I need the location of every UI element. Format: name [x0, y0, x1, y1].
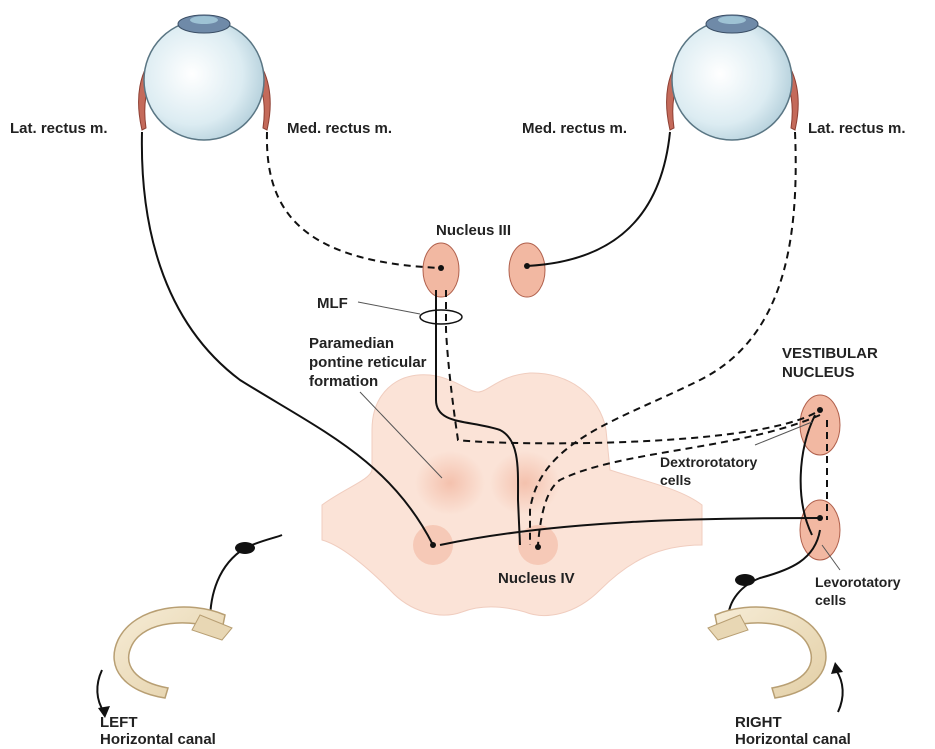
label-left-canal-2: Horizontal canal — [100, 731, 216, 748]
label-dextro-1: Dextrorotatory — [660, 454, 757, 470]
label-levo-2: cells — [815, 592, 846, 608]
mlf-ring — [420, 310, 462, 324]
left-eyeball — [144, 20, 264, 140]
label-right-lat-rectus: Lat. rectus m. — [808, 120, 906, 137]
label-right-med-rectus: Med. rectus m. — [522, 120, 627, 137]
right-cornea — [718, 16, 746, 24]
label-nucleus-iv: Nucleus IV — [498, 570, 575, 587]
left-horizontal-canal — [97, 542, 255, 718]
label-pprf-3: formation — [309, 373, 378, 390]
right-canal-ganglion — [735, 574, 755, 586]
pprf-right — [490, 451, 560, 515]
vestibular-nucleus-dextrorotatory — [800, 395, 840, 455]
left-cornea — [190, 16, 218, 24]
right-rotation-arrow-icon — [836, 670, 843, 712]
left-eye — [139, 15, 271, 140]
nucleus-iii-right — [509, 243, 545, 297]
label-dextro-2: cells — [660, 472, 691, 488]
label-left-lat-rectus: Lat. rectus m. — [10, 120, 108, 137]
path-nucleus-iii-to-left-med-rectus — [267, 132, 441, 268]
left-canal-ganglion — [235, 542, 255, 554]
right-eyeball — [672, 20, 792, 140]
label-mlf: MLF — [317, 295, 348, 312]
label-left-canal-1: LEFT — [100, 714, 138, 731]
path-nucleus-iii-to-right-med-rectus — [527, 132, 670, 266]
label-pprf-1: Paramedian — [309, 335, 394, 352]
label-levo-1: Levorotatory — [815, 574, 901, 590]
label-nucleus-iii: Nucleus III — [436, 222, 511, 239]
label-right-canal-1: RIGHT — [735, 714, 782, 731]
label-left-med-rectus: Med. rectus m. — [287, 120, 392, 137]
left-rotation-arrow-icon — [97, 670, 104, 712]
label-vestibular-1: VESTIBULAR — [782, 345, 878, 362]
label-pprf-2: pontine reticular — [309, 354, 427, 371]
right-eye — [667, 15, 799, 140]
label-right-canal-2: Horizontal canal — [735, 731, 851, 748]
label-vestibular-2: NUCLEUS — [782, 364, 855, 381]
